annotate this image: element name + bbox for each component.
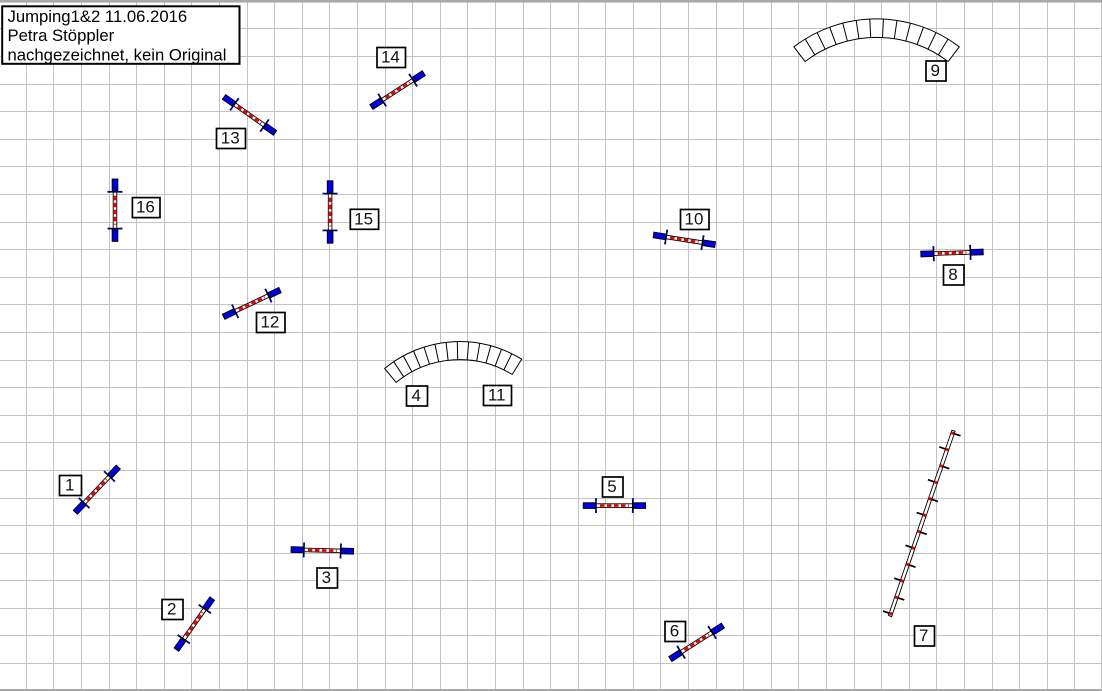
svg-text:5: 5 xyxy=(607,477,616,496)
svg-text:6: 6 xyxy=(670,622,679,641)
svg-text:1: 1 xyxy=(65,476,74,495)
svg-text:nachgezeichnet, kein Original: nachgezeichnet, kein Original xyxy=(8,46,227,65)
svg-text:Jumping1&2 11.06.2016: Jumping1&2 11.06.2016 xyxy=(8,7,188,26)
svg-text:14: 14 xyxy=(381,48,400,67)
svg-text:9: 9 xyxy=(930,61,939,80)
svg-text:15: 15 xyxy=(354,209,373,228)
svg-text:4: 4 xyxy=(411,386,420,405)
svg-text:2: 2 xyxy=(167,600,176,619)
svg-text:3: 3 xyxy=(322,568,331,587)
svg-text:13: 13 xyxy=(221,129,240,148)
svg-text:16: 16 xyxy=(136,198,155,217)
svg-text:8: 8 xyxy=(948,265,957,284)
svg-text:Petra Stöppler: Petra Stöppler xyxy=(8,26,115,45)
svg-text:7: 7 xyxy=(919,626,928,645)
svg-text:10: 10 xyxy=(685,210,704,229)
svg-text:12: 12 xyxy=(260,313,279,332)
svg-text:11: 11 xyxy=(488,386,506,405)
